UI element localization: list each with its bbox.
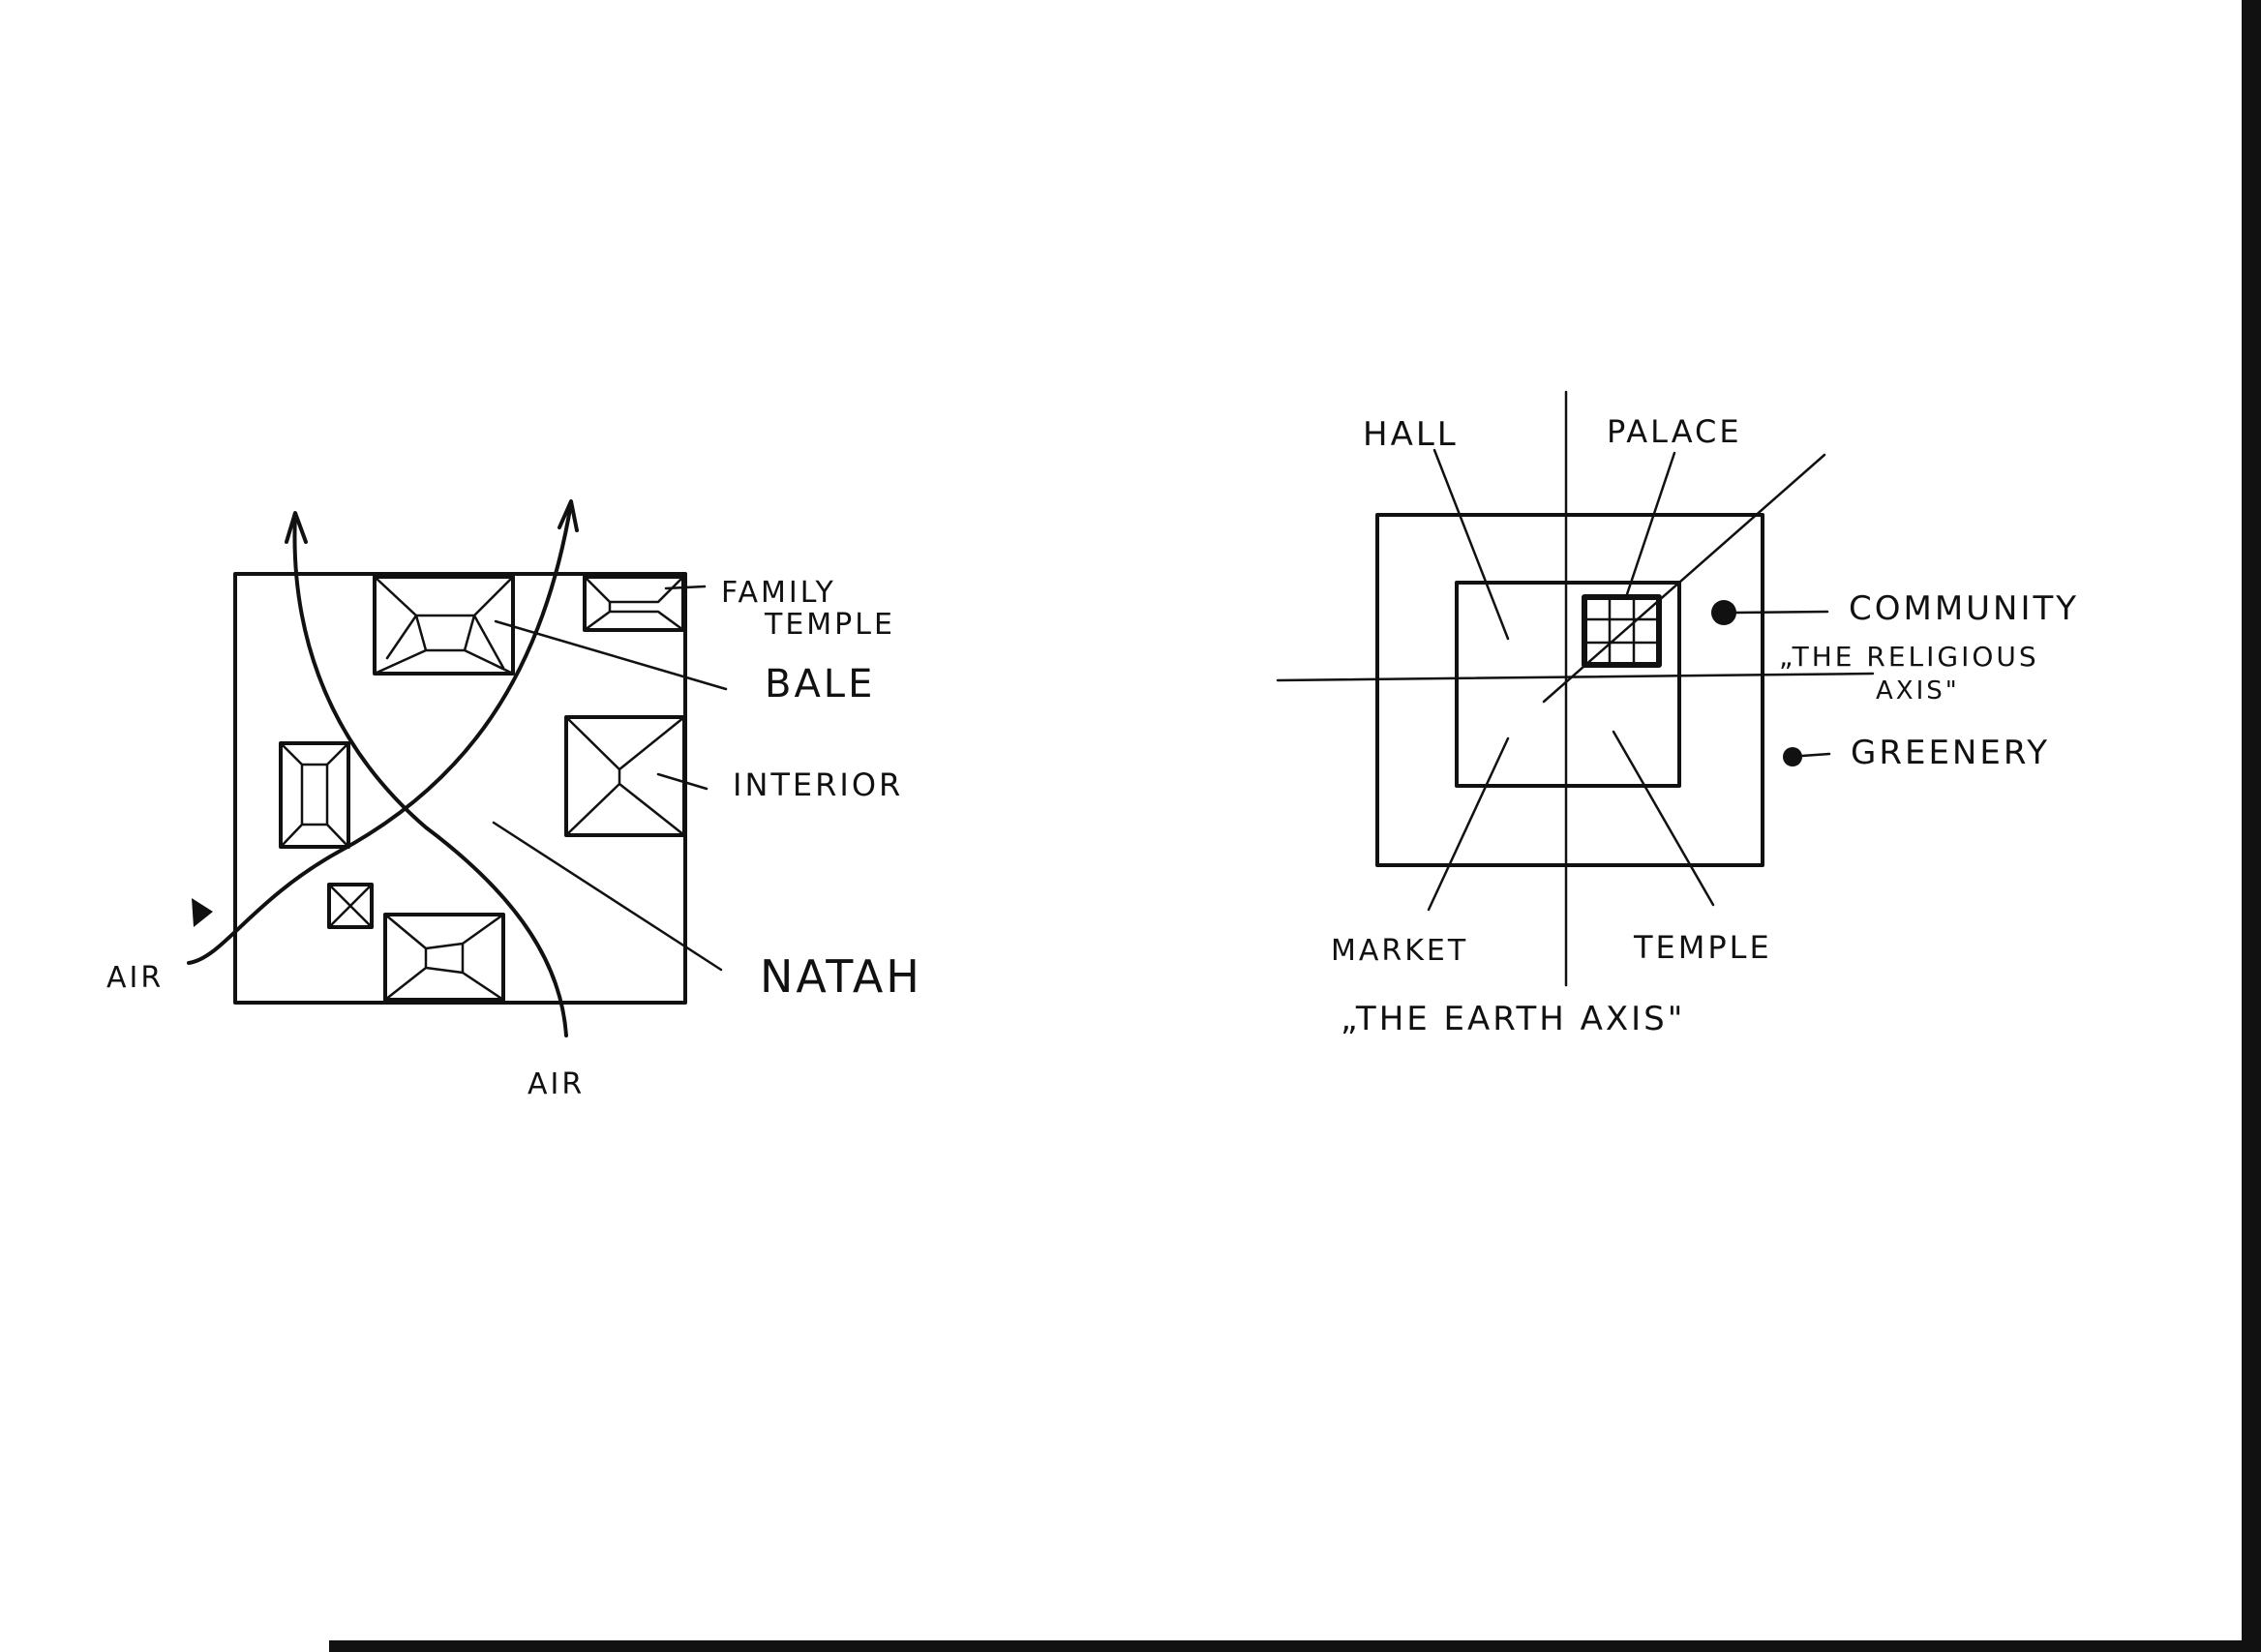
small-shrine xyxy=(327,883,374,929)
leader-natah xyxy=(492,821,723,972)
horizontal-axis-line xyxy=(1276,672,1875,682)
label-greenery: GREENERY xyxy=(1851,734,2050,772)
label-religious-axis-line2: AXIS" xyxy=(1876,676,1960,706)
greenery-dot-icon xyxy=(1783,747,1802,766)
outer-greenery-square xyxy=(1375,513,1764,867)
entry-marker-icon xyxy=(192,898,213,927)
leader-greenery xyxy=(1800,752,1831,758)
label-earth-axis: „THE EARTH AXIS" xyxy=(1341,1000,1685,1038)
leader-temple xyxy=(1612,730,1715,907)
label-air-left: AIR xyxy=(106,961,164,995)
label-palace: PALACE xyxy=(1607,413,1742,450)
leader-hall xyxy=(1432,448,1510,641)
bale-building-bottom xyxy=(383,913,505,1002)
community-dot-icon xyxy=(1711,600,1736,625)
village-axes-diagram: HALL PALACE COMMUNITY „THE RELIGIOUS AXI… xyxy=(1276,390,2079,1038)
label-family-temple-line1: FAMILY xyxy=(721,576,836,610)
bottom-page-edge xyxy=(329,1640,2261,1652)
label-hall: HALL xyxy=(1363,415,1459,454)
label-natah: NATAH xyxy=(760,950,922,1003)
label-community: COMMUNITY xyxy=(1849,589,2079,628)
label-family-temple-line2: TEMPLE xyxy=(764,608,895,642)
leader-palace xyxy=(1624,451,1676,599)
compound-plan-diagram: FAMILY TEMPLE BALE INTERIOR NATAH AIR AI… xyxy=(106,499,922,1101)
leader-interior xyxy=(656,772,708,791)
interior-building xyxy=(564,715,686,837)
air-flow-arrowhead-2 xyxy=(558,499,579,532)
notebook-edges xyxy=(329,0,2261,1652)
label-air-bottom: AIR xyxy=(528,1067,585,1101)
label-bale: BALE xyxy=(765,662,875,706)
air-flow-curve-1 xyxy=(292,513,568,1037)
leader-community xyxy=(1734,610,1829,615)
bale-building-top xyxy=(373,575,515,676)
label-interior: INTERIOR xyxy=(733,766,903,803)
bale-building-left xyxy=(279,741,350,849)
leader-family-temple xyxy=(664,585,707,590)
air-flow-curve-2 xyxy=(187,501,573,965)
religious-axis-line xyxy=(1542,453,1826,704)
leader-market xyxy=(1427,736,1510,912)
family-temple-building xyxy=(583,575,685,632)
right-binding-edge xyxy=(2242,0,2261,1652)
inner-community-square xyxy=(1455,581,1681,788)
label-religious-axis-line1: „THE RELIGIOUS xyxy=(1779,641,2039,673)
palace-grid xyxy=(1582,594,1662,668)
label-temple: TEMPLE xyxy=(1633,929,1772,966)
label-market: MARKET xyxy=(1331,934,1468,968)
air-flow-arrowhead-1 xyxy=(285,511,308,544)
leader-bale xyxy=(494,619,728,691)
